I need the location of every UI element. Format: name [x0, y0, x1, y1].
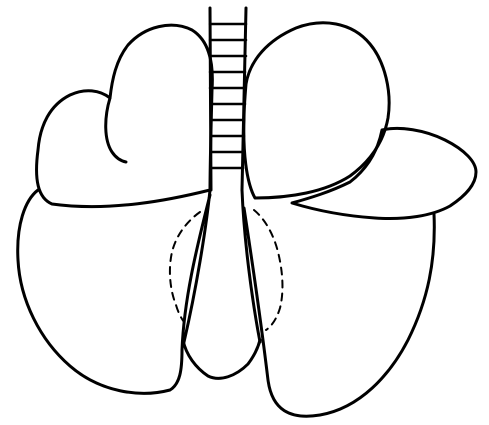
right-upper-lobe [244, 23, 389, 198]
left-lower-lobe [18, 190, 210, 393]
central-lower-segment [183, 340, 260, 378]
trachea [210, 8, 246, 190]
right-lower-lobe [244, 208, 434, 416]
left-bronchus-edge [184, 190, 210, 342]
left-upper-lobe-fold [106, 98, 126, 162]
left-upper-lobe [37, 25, 213, 206]
tracheal-rings [210, 24, 246, 168]
right-middle-lobe [292, 128, 476, 218]
